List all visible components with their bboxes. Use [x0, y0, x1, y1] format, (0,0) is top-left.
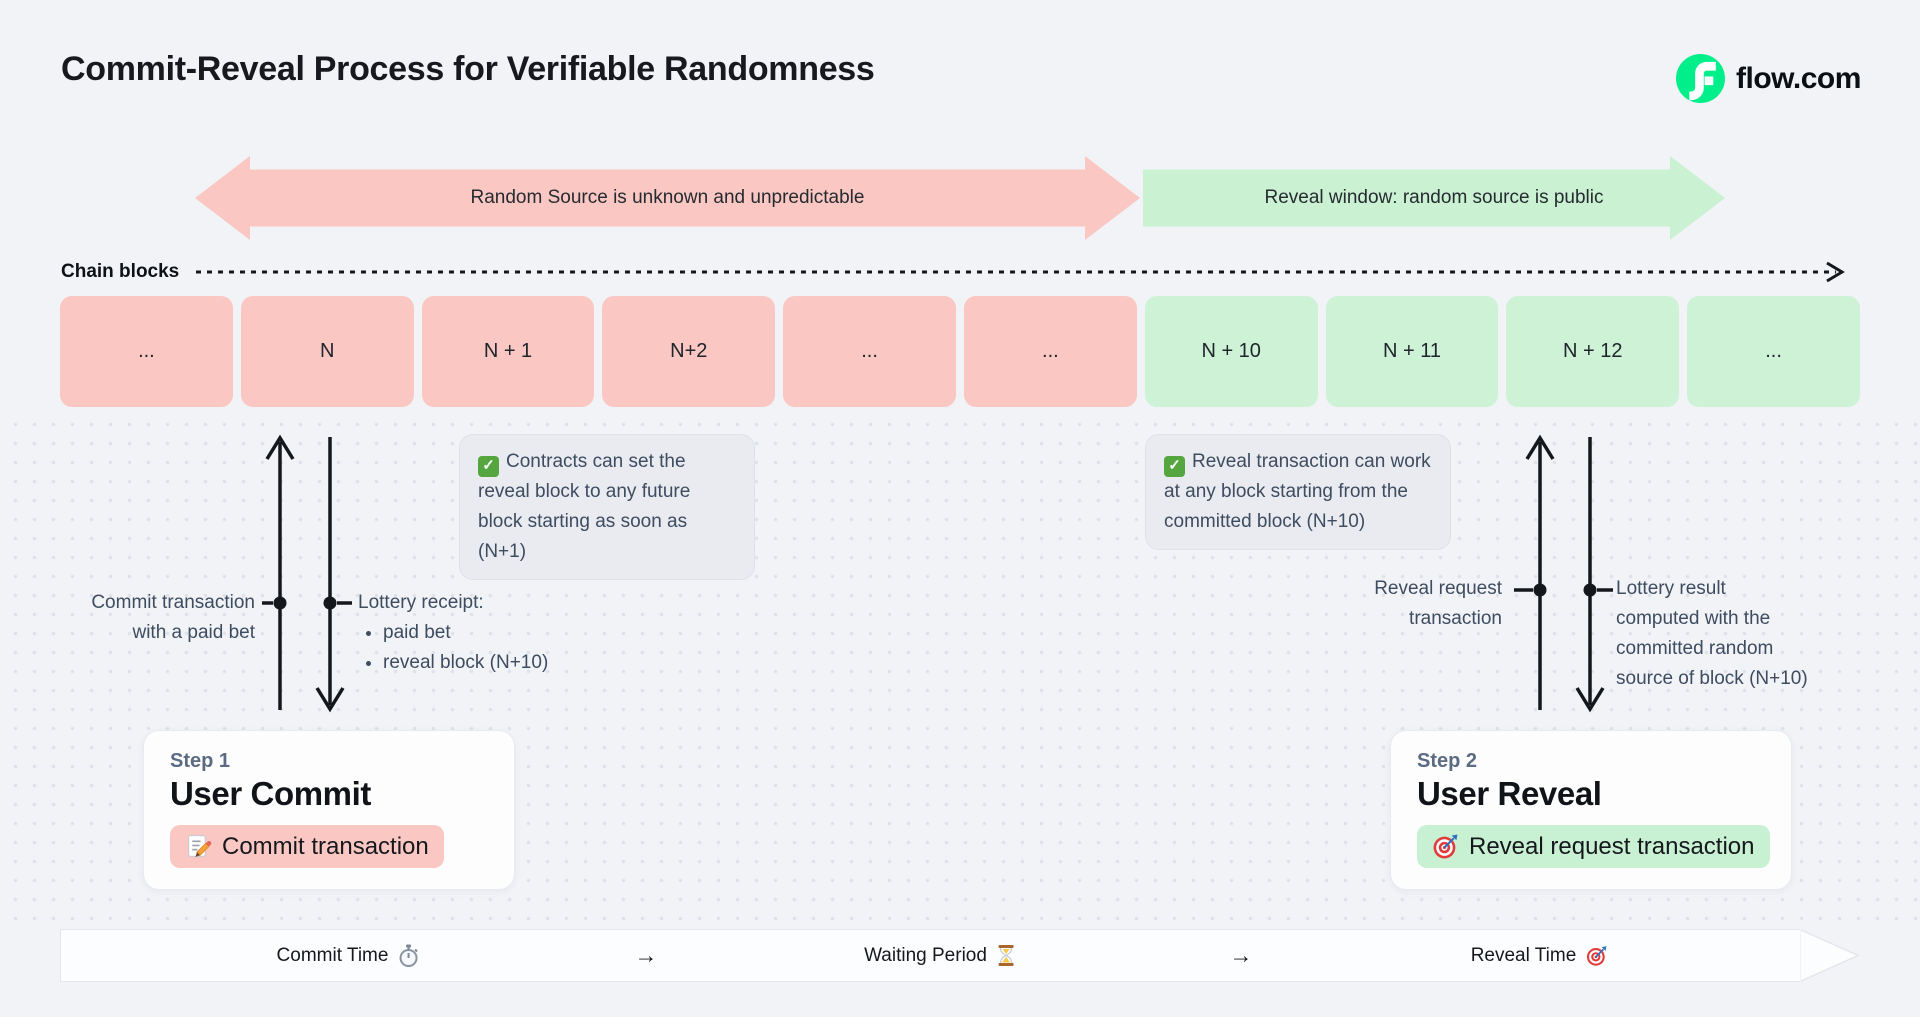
chain-block-label: ...: [1765, 340, 1782, 362]
page-title: Commit-Reveal Process for Verifiable Ran…: [61, 50, 875, 88]
lottery-receipt-title: Lottery receipt:: [358, 592, 484, 613]
time-axis-chevron: [1800, 929, 1860, 982]
waiting-period-item: Waiting Period: [864, 930, 1016, 981]
annotation-line: committed random: [1616, 638, 1774, 659]
step1-card: Step 1 User Commit Commit transaction: [143, 730, 515, 890]
chain-block-label: N + 11: [1382, 340, 1441, 362]
target-icon: [1586, 945, 1607, 966]
commit-transaction-annotation: Commit transaction with a paid bet: [70, 588, 255, 648]
annotation-line: transaction: [1409, 608, 1502, 629]
brand-logo: flow.com: [1676, 54, 1861, 103]
commit-phase-label: Random Source is unknown and unpredictab…: [470, 187, 865, 208]
check-icon: [478, 455, 499, 477]
reveal-phase-arrow: Reveal window: random source is public: [1143, 156, 1725, 240]
step2-card: Step 2 User Reveal Reveal request transa…: [1390, 730, 1792, 890]
stopwatch-icon: [399, 944, 418, 967]
chain-dotted-line: [196, 261, 1845, 283]
annotation-line: source of block (N+10): [1616, 668, 1808, 689]
chain-block: ...: [60, 296, 233, 407]
chain-block: N + 11: [1325, 296, 1499, 407]
reveal-note: Reveal transaction can work at any block…: [1145, 434, 1451, 550]
timeline-arrow: →: [1230, 930, 1253, 981]
chain-block-label: N + 10: [1201, 340, 1261, 362]
chain-block-label: ...: [1042, 340, 1059, 362]
lottery-receipt-list: paid bet reveal block (N+10): [358, 618, 548, 678]
flow-logo-icon: [1676, 54, 1725, 103]
commit-note-text: Contracts can set the reveal block to an…: [478, 451, 691, 562]
timeline-arrow-glyph: →: [634, 942, 658, 968]
chain-block: ...: [1687, 296, 1860, 407]
check-icon: [1164, 455, 1185, 477]
annotation-line: Reveal request: [1374, 578, 1502, 599]
target-icon: [1433, 834, 1458, 859]
chain-block-label: N: [319, 340, 335, 362]
time-axis-bar: Commit Time → Waiting Period → Reveal Ti…: [60, 929, 1800, 982]
reveal-time-item: Reveal Time: [1471, 930, 1608, 981]
chain-block: N + 12: [1506, 296, 1680, 407]
chain-block-label: N + 12: [1563, 340, 1623, 362]
commit-transaction-pill: Commit transaction: [170, 825, 444, 868]
reveal-phase-label: Reveal window: random source is public: [1264, 187, 1604, 208]
annotation-line: with a paid bet: [132, 622, 255, 643]
step2-title: User Reveal: [1417, 775, 1602, 812]
commit-transaction-pill-label: Commit transaction: [222, 832, 429, 860]
annotation-line: Commit transaction: [91, 592, 255, 613]
lottery-result-annotation: Lottery result computed with the committ…: [1616, 574, 1846, 694]
chain-block-label: ...: [861, 340, 878, 362]
chain-block-label: N+2: [670, 340, 708, 362]
brand-name: flow.com: [1736, 61, 1861, 95]
lottery-receipt-item: reveal block (N+10): [383, 648, 548, 678]
chain-block: N + 1: [421, 296, 595, 407]
commit-phase-arrow: Random Source is unknown and unpredictab…: [195, 156, 1140, 240]
reveal-request-pill-label: Reveal request transaction: [1469, 832, 1755, 860]
waiting-period-label: Waiting Period: [864, 944, 987, 966]
reveal-time-label: Reveal Time: [1470, 944, 1577, 966]
chain-blocks-row: ... N N + 1 N+2 ... ... N + 10 N + 11 N …: [60, 296, 1860, 407]
reveal-note-text: Reveal transaction can work at any block…: [1164, 451, 1431, 532]
memo-icon: [188, 835, 212, 857]
chain-block: ...: [783, 296, 956, 407]
reveal-request-annotation: Reveal request transaction: [1356, 574, 1502, 634]
commit-time-label: Commit Time: [276, 944, 389, 966]
lottery-receipt-annotation: Lottery receipt: paid bet reveal block (…: [358, 588, 548, 678]
chain-block-label: N + 1: [483, 340, 533, 362]
step1-label: Step 1: [170, 750, 231, 772]
step2-label: Step 2: [1417, 750, 1478, 772]
chain-block: ...: [963, 296, 1137, 407]
commit-time-item: Commit Time: [277, 930, 420, 981]
chain-block: N+2: [602, 296, 776, 407]
chain-block: N + 10: [1144, 296, 1318, 407]
chain-block-label: ...: [138, 340, 155, 362]
annotation-line: Lottery result: [1616, 578, 1726, 599]
reveal-request-pill: Reveal request transaction: [1417, 825, 1770, 868]
chain-block: N: [240, 296, 414, 407]
hourglass-icon: [998, 945, 1014, 966]
timeline-arrow-glyph: →: [1229, 942, 1253, 968]
timeline-arrow: →: [635, 930, 658, 981]
chain-blocks-label: Chain blocks: [61, 261, 180, 282]
step1-title: User Commit: [170, 775, 371, 812]
annotation-line: computed with the: [1616, 608, 1771, 629]
lottery-receipt-item: paid bet: [383, 618, 548, 648]
commit-note: Contracts can set the reveal block to an…: [459, 434, 755, 580]
